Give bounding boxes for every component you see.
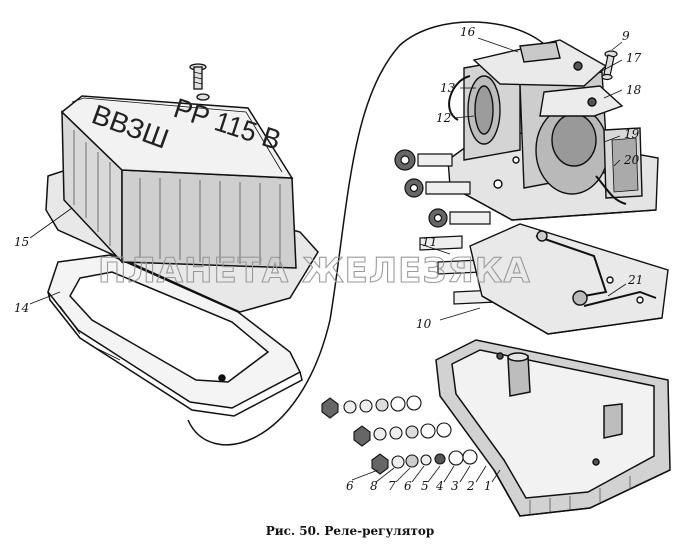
- base-box: [435, 339, 671, 517]
- callout-14: 14: [14, 301, 29, 315]
- callout-9: 9: [622, 29, 630, 43]
- contact-screw: [601, 50, 618, 81]
- callout-17: 17: [626, 51, 642, 65]
- callout-18: 18: [626, 83, 642, 97]
- figure-caption: Рис. 50. Реле-регулятор: [265, 524, 435, 538]
- callout-3: 3: [451, 479, 459, 493]
- callout-13: 13: [440, 81, 456, 95]
- callout-6b: 6: [404, 479, 412, 493]
- callout-16: 16: [460, 25, 476, 39]
- callout-12: 12: [436, 111, 451, 125]
- callout-labels: 1 2 3 4 5 6 7 8 6 9 10 11 12 13 14 15 16…: [14, 25, 643, 493]
- hardware-row-2: [353, 422, 452, 447]
- callout-4: 4: [435, 479, 444, 493]
- cover-screw: [189, 63, 210, 101]
- callout-7: 7: [388, 479, 396, 493]
- callout-19: 19: [624, 127, 640, 141]
- insulating-plate: [469, 223, 669, 335]
- callout-11: 11: [422, 235, 437, 249]
- gasket: [47, 254, 303, 417]
- callout-1: 1: [484, 479, 492, 493]
- terminal-hardware: [321, 395, 501, 483]
- callout-6a: 6: [346, 479, 354, 493]
- relay-assembly: [447, 39, 659, 221]
- callout-15: 15: [14, 235, 29, 249]
- callout-10: 10: [416, 317, 432, 331]
- callout-2: 2: [466, 479, 475, 493]
- callout-20: 20: [623, 153, 640, 167]
- callout-5: 5: [421, 479, 429, 493]
- cover: РР 115 В ВВЗШ: [45, 92, 319, 313]
- callout-21: 21: [627, 273, 643, 287]
- callout-8: 8: [370, 479, 378, 493]
- assembly-path-line: [187, 21, 549, 446]
- hardware-row-3: [371, 449, 478, 475]
- hardware-row-1: [321, 395, 422, 419]
- callout-leaders: [29, 37, 627, 321]
- watermark: ПЛАНЕТА ЖЕЛЕЗЯКА: [98, 251, 531, 291]
- insulating-studs: [394, 149, 497, 305]
